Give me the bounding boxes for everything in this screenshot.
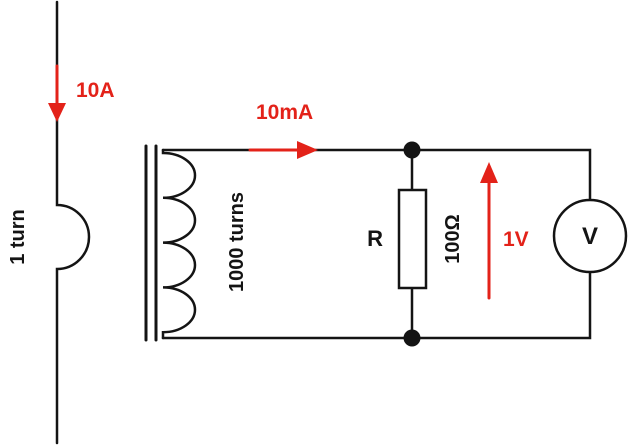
- junction-nodes: [403, 141, 421, 347]
- red-labels: 10A 10mA 1V: [76, 79, 529, 251]
- voltmeter-label: V: [582, 223, 598, 250]
- secondary-current-label: 10mA: [256, 101, 313, 124]
- voltage-arrowhead-up-icon: [480, 162, 498, 183]
- resistor-body: [397, 188, 428, 290]
- black-labels: 1 turn 1000 turns R 100Ω V: [7, 192, 598, 292]
- secondary-turns-label: 1000 turns: [226, 192, 248, 292]
- annotation-arrow-shafts: [55, 64, 491, 300]
- primary-current-label: 10A: [76, 79, 115, 102]
- primary-conductor-wire: [55, 0, 91, 445]
- voltmeter-circle: [552, 198, 628, 274]
- secondary-current-arrowhead-right-icon: [297, 141, 318, 159]
- junction-node-bottom: [403, 329, 421, 347]
- junction-node-top: [403, 141, 421, 159]
- voltage-label: 1V: [503, 228, 529, 251]
- secondary-coil: [161, 148, 197, 340]
- resistor-value-label: 100Ω: [442, 214, 464, 263]
- primary-current-arrowhead-down-icon: [48, 103, 66, 122]
- bottom-wire: [161, 270, 592, 340]
- primary-turns-label: 1 turn: [7, 209, 29, 265]
- wire-group: [55, 0, 628, 445]
- annotation-arrow-heads: [48, 103, 498, 183]
- resistor-name-label: R: [367, 226, 383, 251]
